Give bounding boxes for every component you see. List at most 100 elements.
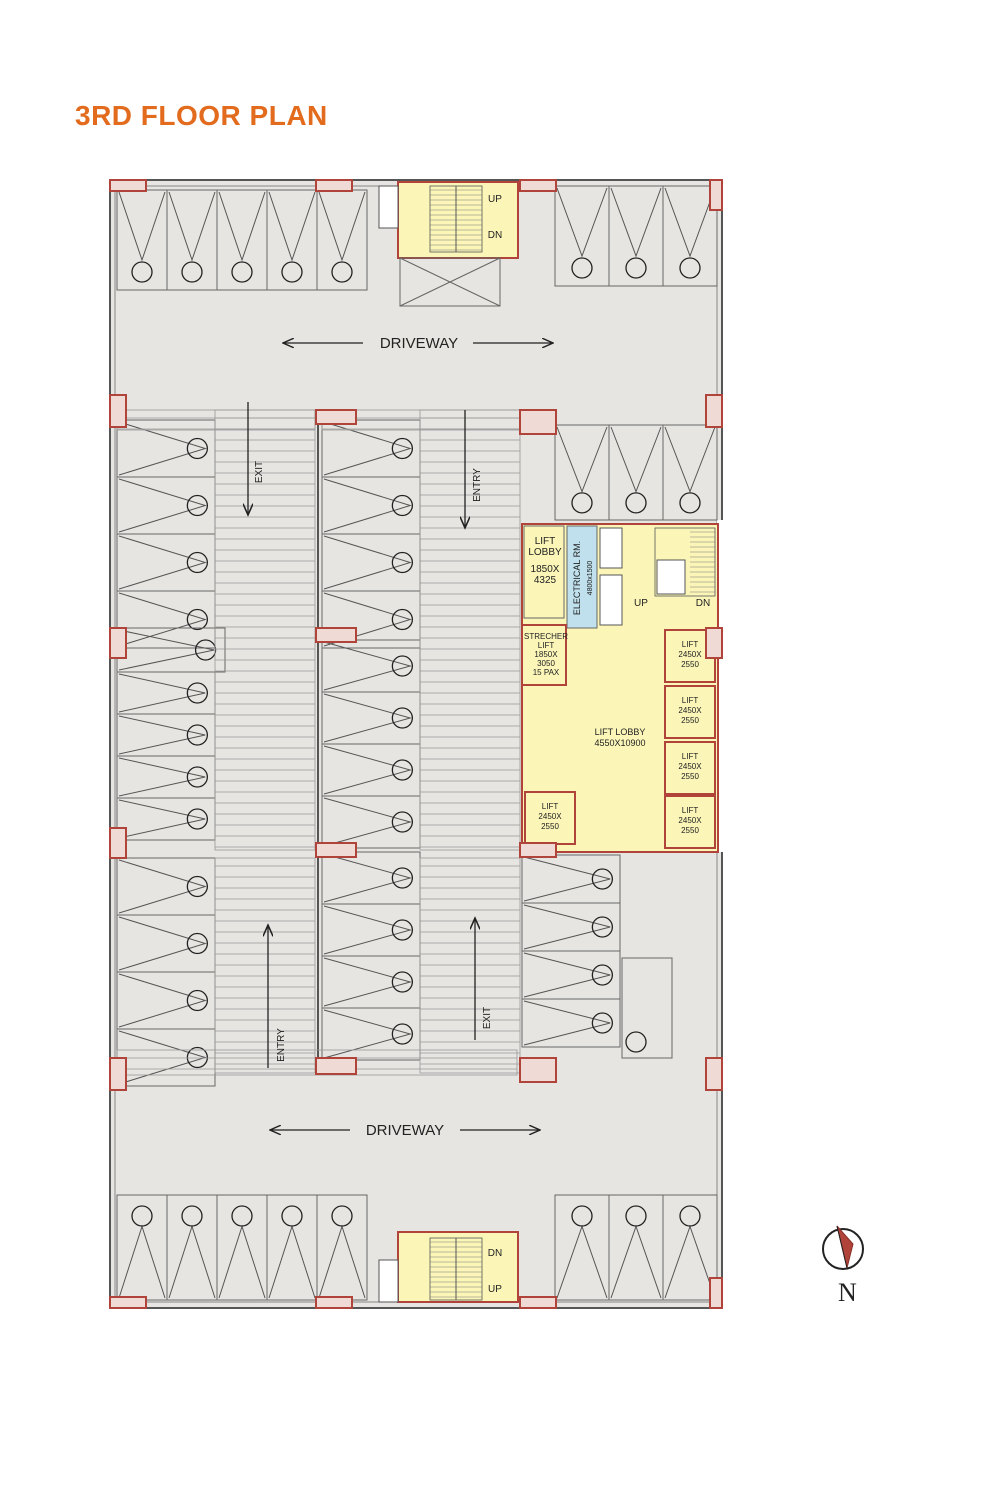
stall-marking — [323, 478, 412, 533]
car-wheel-icon — [186, 494, 209, 517]
lift-e-label: LIFT — [542, 802, 559, 811]
ramp — [419, 857, 521, 1074]
car-wheel-icon — [625, 492, 647, 514]
stair-landing — [399, 257, 501, 307]
car-wheel-icon — [186, 989, 209, 1012]
entry-label-left: ENTRY — [276, 1028, 287, 1062]
lift-c-label: 2450X — [678, 762, 702, 771]
main-lift-lobby-label: LIFT LOBBY — [595, 727, 646, 737]
car-wheel-icon — [391, 655, 414, 677]
car-wheel-icon — [625, 1205, 647, 1227]
car-wheel-icon — [231, 1205, 253, 1227]
lift-lobby-small — [523, 525, 565, 619]
stall-marking — [610, 187, 662, 258]
stall-marking — [523, 1000, 611, 1046]
car-wheel-icon — [194, 639, 217, 661]
stall-marking — [523, 952, 611, 998]
stall-marking — [118, 535, 207, 590]
car-wheel-icon — [591, 964, 614, 986]
car-wheel-icon — [331, 1205, 353, 1227]
structural-column — [315, 409, 357, 425]
compass-north-label: N — [838, 1278, 857, 1307]
structural-column — [315, 1057, 357, 1075]
core-stair-landing — [656, 559, 686, 595]
stall-marking — [523, 904, 611, 950]
lift-d-label: 2450X — [678, 816, 702, 825]
stall-marking — [118, 859, 207, 914]
stair-bottom-up-label: UP — [488, 1284, 502, 1295]
stretcher-lift-label: 1850X — [534, 650, 558, 659]
stall-marking — [323, 535, 412, 590]
core-dn-label: DN — [696, 598, 710, 609]
shaft-icon — [599, 574, 623, 626]
stall-marking — [323, 693, 413, 743]
electrical-room-label: ELECTRICAL RM. — [572, 541, 582, 615]
structural-column — [109, 1057, 127, 1091]
exit-label-left: EXIT — [254, 461, 265, 483]
lift-c — [664, 741, 716, 795]
car-wheel-icon — [231, 261, 253, 283]
car-wheel-icon — [331, 261, 353, 283]
car-wheel-icon — [591, 916, 614, 938]
car-wheel-icon — [571, 492, 593, 514]
stall-marking — [556, 426, 608, 493]
structural-column — [519, 1057, 557, 1083]
stall-marking — [168, 191, 216, 262]
driveway-top-label: DRIVEWAY — [380, 335, 458, 352]
lift-e-label: 2450X — [538, 812, 562, 821]
stretcher-lift-label: STRECHER — [524, 632, 568, 641]
driveway-bottom-label: DRIVEWAY — [366, 1122, 444, 1139]
core-edge — [717, 520, 725, 852]
lift-lobby-small-size: 4325 — [534, 575, 557, 586]
car-wheel-icon — [186, 437, 209, 460]
car-wheel-icon — [186, 551, 209, 574]
car-wheel-icon — [391, 437, 414, 460]
car-wheel-icon — [131, 261, 153, 283]
lift-b-label: 2550 — [681, 716, 699, 725]
car-wheel-icon — [591, 1012, 614, 1034]
structural-column — [705, 1057, 723, 1091]
car-wheel-icon — [679, 257, 701, 279]
stall-marking — [118, 673, 206, 713]
stall-marking — [323, 797, 413, 847]
car-wheel-icon — [186, 682, 209, 704]
lift-lobby-small-size: 1850X — [531, 564, 560, 575]
car-wheel-icon — [391, 811, 414, 833]
lift-a-label: LIFT — [682, 640, 699, 649]
lift-a-label: 2450X — [678, 650, 702, 659]
page-title: 3RD FLOOR PLAN — [75, 100, 328, 131]
core-up-label: UP — [634, 598, 648, 609]
stall-marking — [323, 853, 413, 903]
car-wheel-icon — [571, 257, 593, 279]
car-wheel-icon — [625, 257, 647, 279]
car-wheel-icon — [391, 867, 414, 889]
lift-e — [524, 791, 576, 845]
lift-e-label: 2550 — [541, 822, 559, 831]
car-wheel-icon — [281, 261, 303, 283]
car-wheel-icon — [391, 759, 414, 781]
entry-label-center: ENTRY — [472, 468, 483, 502]
stall-marking — [118, 478, 207, 533]
structural-column — [315, 627, 357, 643]
stall-marking — [318, 191, 366, 262]
lift-a-label: 2550 — [681, 660, 699, 669]
car-wheel-icon — [391, 608, 414, 631]
stall-marking — [118, 629, 215, 671]
stall-marking — [323, 641, 413, 691]
car-wheel-icon — [571, 1205, 593, 1227]
ramp — [214, 857, 316, 1074]
car-wheel-icon — [186, 808, 209, 830]
car-wheel-icon — [186, 932, 209, 955]
lift-b-label: 2450X — [678, 706, 702, 715]
car-wheel-icon — [391, 919, 414, 941]
car-wheel-icon — [625, 1031, 647, 1053]
stall-marking — [556, 187, 608, 258]
stall-marking — [118, 916, 207, 971]
stall-marking — [218, 191, 266, 262]
car-wheel-icon — [181, 261, 203, 283]
stall-marking — [118, 191, 166, 262]
structural-column — [315, 842, 357, 858]
lift-c-label: 2550 — [681, 772, 699, 781]
lift-d — [664, 795, 716, 849]
stall-marking — [323, 957, 413, 1007]
